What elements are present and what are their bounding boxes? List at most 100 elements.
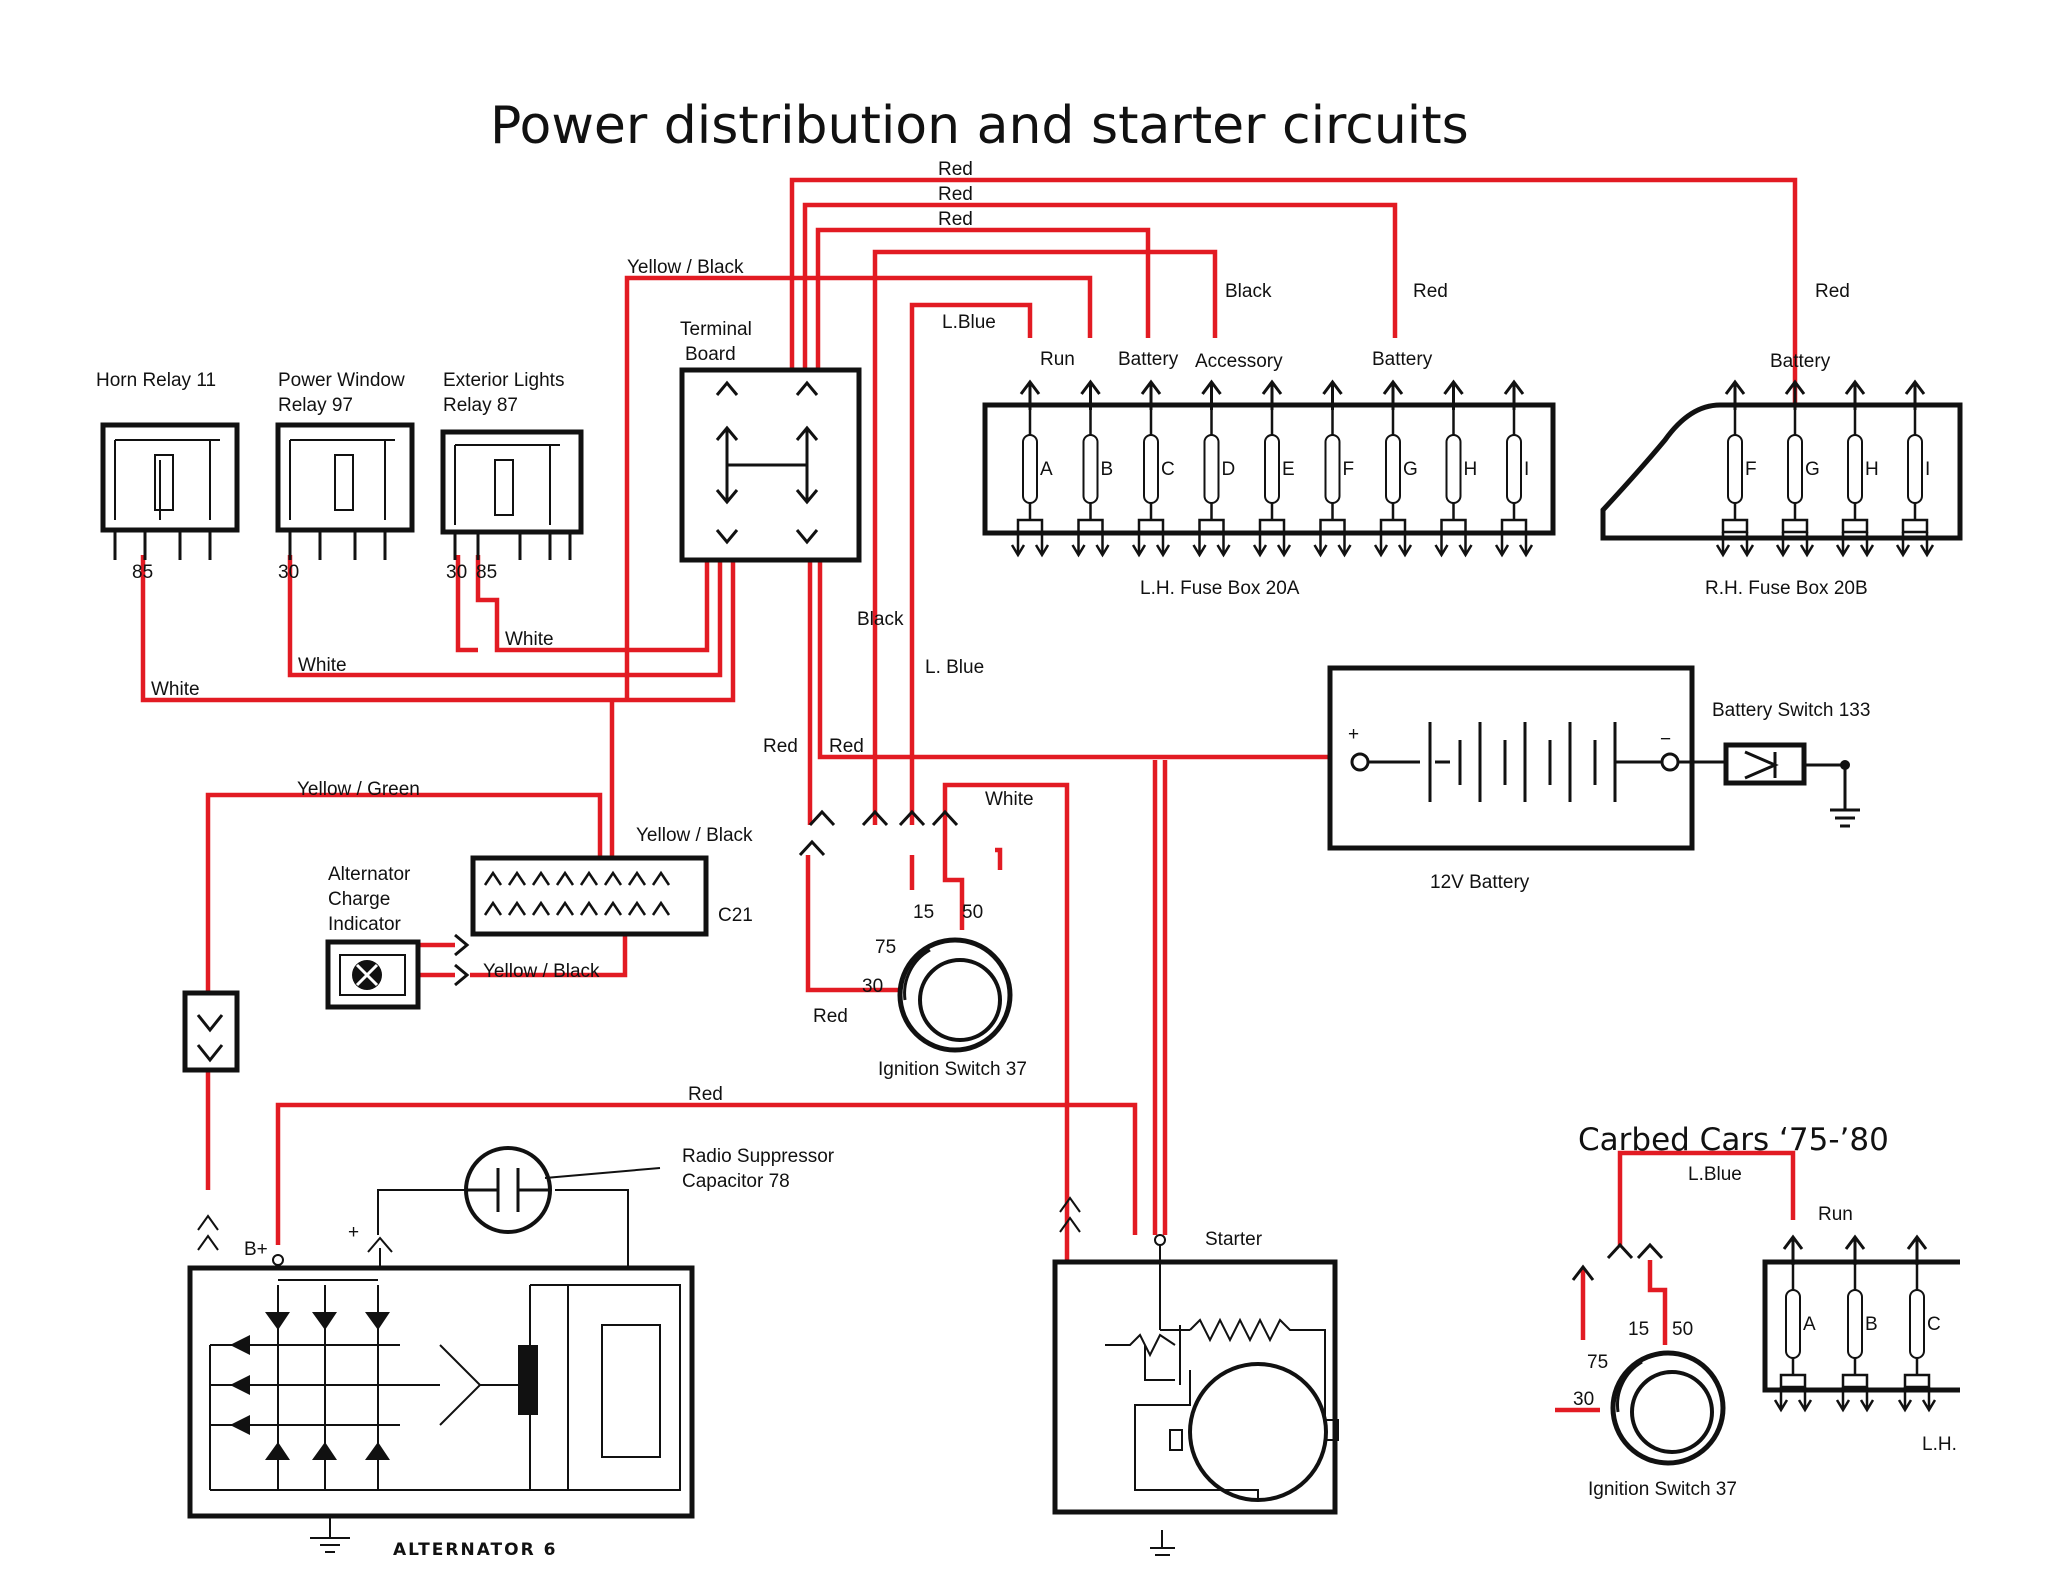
lh-fuse-label-f: F: [1343, 459, 1355, 480]
c21-pin: [627, 900, 647, 916]
c21-pin: [555, 870, 575, 886]
battery-minus: −: [1660, 729, 1671, 750]
horn-relay-label: Horn Relay 11: [96, 370, 216, 391]
lh-battery-label: Battery: [1372, 349, 1433, 370]
carbed-fuse-a: A: [1773, 1234, 1816, 1413]
label-red-top2: Red: [938, 184, 973, 205]
battery-label: Battery: [1118, 349, 1179, 370]
lh-fuse-e: E: [1252, 379, 1295, 558]
c21-pin: [483, 870, 503, 886]
c21-label: C21: [718, 905, 753, 926]
label-yellow-black-top: Yellow / Black: [627, 257, 744, 278]
ignition-switch: [798, 809, 1013, 1053]
ign-75-label: 75: [875, 937, 896, 958]
label-red-top1: Red: [938, 159, 973, 180]
wire-red-top3: [815, 227, 1151, 395]
carbed-75-label: 75: [1587, 1352, 1608, 1373]
inline-connector: [182, 990, 240, 1073]
c21-pin: [531, 870, 551, 886]
ign-15-label: 15: [913, 902, 934, 923]
lh-fuse-i: I: [1494, 379, 1534, 558]
carbed-ignition-label: Ignition Switch 37: [1588, 1479, 1737, 1500]
carbed-fuse-label-c: C: [1927, 1314, 1941, 1335]
label-lblue-run: L.Blue: [942, 312, 996, 333]
c21-pin: [651, 900, 671, 916]
carbed-50-label: 50: [1672, 1319, 1693, 1340]
label-white-horn: White: [151, 679, 200, 700]
c21-pin: [651, 870, 671, 886]
plus-label: +: [348, 1222, 359, 1243]
wire-el-loop: [455, 555, 478, 653]
carbed-fuse-label-a: A: [1803, 1314, 1816, 1335]
c21-pin: [507, 870, 527, 886]
label-lblue-carbed: L.Blue: [1688, 1164, 1742, 1185]
lh-fuse-label-e: E: [1282, 459, 1295, 480]
c21-pin: [555, 900, 575, 916]
battery-switch-label: Battery Switch 133: [1712, 700, 1870, 721]
c21-chevrons: [483, 870, 671, 916]
lh-fuse-label-c: C: [1161, 459, 1175, 480]
ign-30-label: 30: [862, 976, 883, 997]
c21-pin: [603, 900, 623, 916]
wire-white-el: [475, 555, 710, 653]
carbed-ignition-switch: [1571, 1242, 1726, 1466]
rh-fuse-label-h: H: [1865, 459, 1879, 480]
label-white-ign: White: [985, 789, 1034, 810]
label-red-top3: Red: [938, 209, 973, 230]
label-white-el: White: [505, 629, 554, 650]
wire-ign-50: [942, 875, 965, 930]
rh-fuse-label-g: G: [1805, 459, 1820, 480]
connector-c21: [470, 855, 709, 937]
starter-label: Starter: [1205, 1229, 1263, 1250]
horn-85-label: 85: [132, 562, 153, 583]
label-black-acc: Black: [1225, 281, 1272, 302]
rh-fuse-label-f: F: [1745, 459, 1757, 480]
exterior-lights-relay: [440, 429, 584, 560]
lh-fuse-a: A: [1010, 379, 1053, 558]
lh-fuse-b: B: [1071, 379, 1114, 558]
c21-pin: [507, 900, 527, 916]
label-white-pw: White: [298, 655, 347, 676]
carbed-fusebox-label: L.H.: [1922, 1434, 1957, 1455]
carbed-fuse-b: B: [1835, 1234, 1878, 1413]
starter: [1052, 1196, 1339, 1556]
label-yellow-green: Yellow / Green: [297, 779, 420, 800]
label-red-left: Red: [763, 736, 798, 757]
lh-fuse-d: D: [1192, 379, 1236, 558]
rh-fuse-box-body: [1600, 402, 1963, 541]
ignition-switch-label: Ignition Switch 37: [878, 1059, 1027, 1080]
wire-white-pw: [287, 555, 723, 678]
wire-red-right: [817, 555, 1350, 760]
wire-lblue-run: [909, 302, 1033, 825]
label-yellow-black-c21: Yellow / Black: [636, 825, 753, 846]
wire-red-ign30: [805, 855, 900, 993]
carbed-run-label: Run: [1818, 1204, 1853, 1225]
alternator: [187, 1189, 695, 1553]
carbed-fuse-c: C: [1897, 1234, 1941, 1413]
c21-pin: [603, 870, 623, 886]
rh-battery-label: Battery: [1770, 351, 1831, 372]
lh-fuse-label-b: B: [1101, 459, 1114, 480]
lh-fuse-label-d: D: [1222, 459, 1236, 480]
lh-fuse-label-a: A: [1040, 459, 1053, 480]
rh-fuse-g: G: [1775, 379, 1820, 558]
label-red-ign30: Red: [813, 1006, 848, 1027]
el-85-label: 85: [476, 562, 497, 583]
lh-fuse-label-h: H: [1464, 459, 1478, 480]
wire-carbed-50: [1647, 1260, 1668, 1345]
b-plus-label: B+: [244, 1239, 268, 1260]
c21-pin: [627, 870, 647, 886]
horn-relay: [100, 422, 240, 560]
wire-white-horn: [140, 555, 736, 703]
lh-fuse-label-g: G: [1403, 459, 1418, 480]
lh-fuse-g: G: [1373, 379, 1418, 558]
lh-fuse-box-label: L.H. Fuse Box 20A: [1140, 578, 1300, 599]
